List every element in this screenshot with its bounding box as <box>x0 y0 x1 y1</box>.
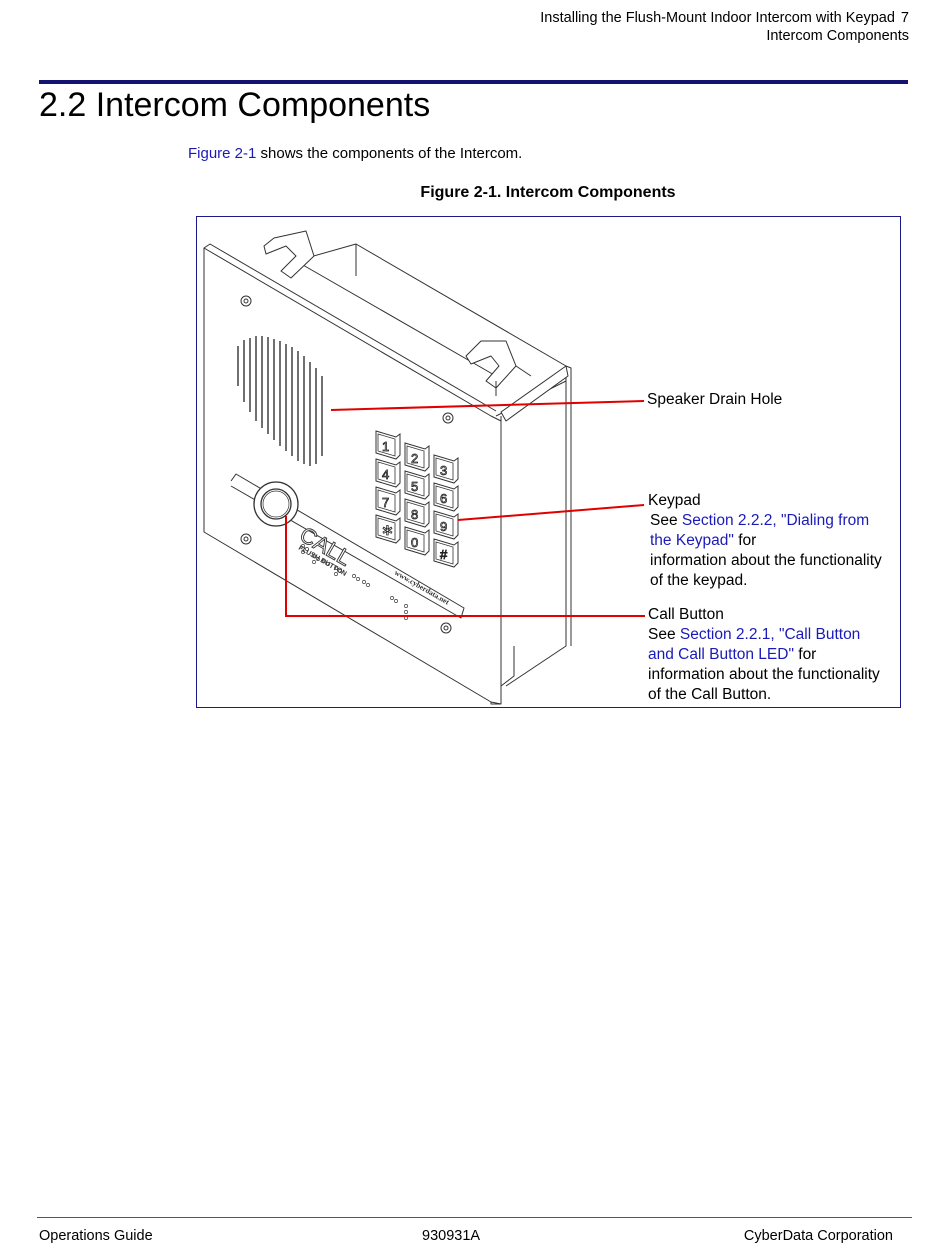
callout-keypad-line3: information about the functionality <box>650 552 882 569</box>
callout-call-title: Call Button <box>648 606 724 623</box>
keypad-section-link-cont[interactable]: the Keypad" <box>650 532 734 549</box>
call-section-link-cont[interactable]: and Call Button LED" <box>648 646 794 663</box>
call-section-link[interactable]: Section 2.2.1, "Call Button <box>679 626 861 643</box>
page-number: 7 <box>900 10 909 26</box>
callout-speaker: Speaker Drain Hole <box>647 390 782 410</box>
callout-keypad-title: Keypad <box>648 492 701 509</box>
footer-left: Operations Guide <box>39 1228 153 1244</box>
header-rule <box>39 80 908 84</box>
callout-keypad-see: See <box>650 512 682 529</box>
running-header-section: Intercom Components <box>766 28 909 44</box>
callout-call-line3: information about the functionality <box>648 666 880 683</box>
footer-right: CyberData Corporation <box>743 1228 893 1244</box>
callout-keypad-for: for <box>733 532 757 549</box>
callout-call-line4: of the Call Button. <box>648 686 772 703</box>
callout-call-for: for <box>793 646 817 663</box>
callout-keypad: Keypad See Section 2.2.2, "Dialing from … <box>648 491 882 591</box>
intro-paragraph: Figure 2-1 shows the components of the I… <box>188 145 522 162</box>
keypad-section-link[interactable]: Section 2.2.2, "Dialing from <box>681 512 870 529</box>
footer-rule <box>37 1217 912 1218</box>
figure-caption: Figure 2-1. Intercom Components <box>420 184 676 201</box>
callout-call: Call Button See Section 2.2.1, "Call But… <box>648 605 880 705</box>
figure-frame <box>196 216 901 708</box>
figure-link[interactable]: Figure 2-1 <box>188 145 257 162</box>
callout-speaker-title: Speaker Drain Hole <box>647 391 783 408</box>
callout-keypad-line4: of the keypad. <box>650 572 748 589</box>
footer-center: 930931A <box>422 1228 481 1244</box>
running-header-chapter: Installing the Flush-Mount Indoor Interc… <box>540 10 909 26</box>
intro-text: shows the components of the Intercom. <box>256 145 523 162</box>
section-heading: 2.2 Intercom Components <box>39 86 431 124</box>
callout-call-see: See <box>648 626 680 643</box>
running-header-title: Installing the Flush-Mount Indoor Interc… <box>540 10 895 26</box>
